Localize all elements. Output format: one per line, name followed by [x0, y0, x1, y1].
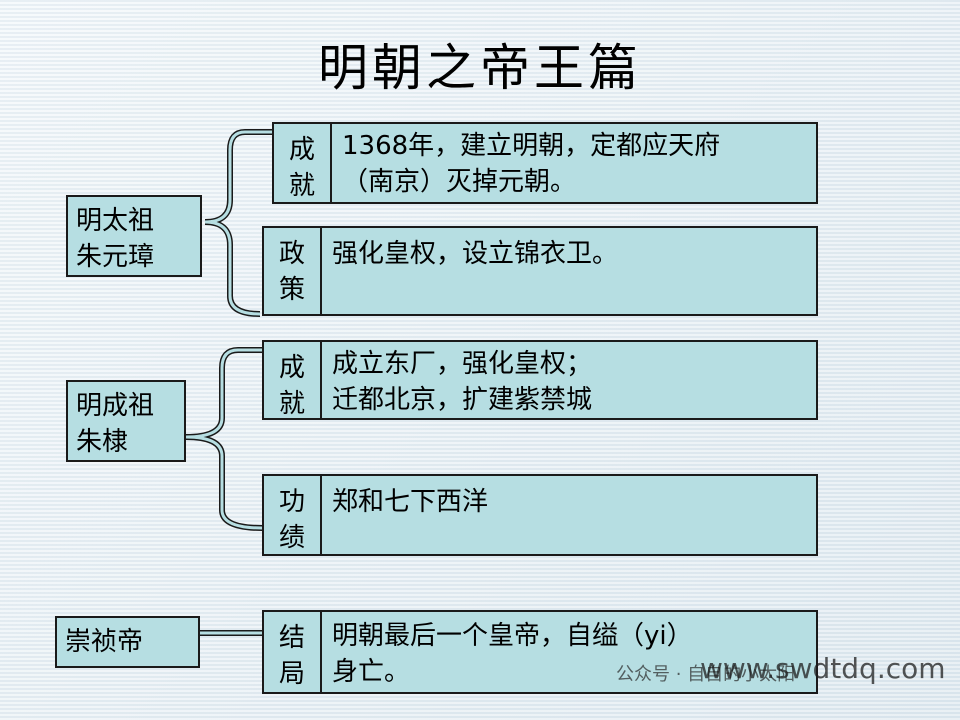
- watermark: 公众号 · 自自的小太阳: [616, 660, 795, 686]
- ruler-name-taizu: 明太祖 朱元璋: [66, 195, 202, 277]
- category-label: 功 绩: [264, 476, 322, 554]
- category-label: 成 就: [274, 124, 332, 202]
- category-content: 1368年，建立明朝，定都应天府 （南京）灭掉元朝。: [342, 131, 721, 197]
- watermark-prefix: 公众号 · 自自的小太阳: [616, 664, 796, 685]
- category-label: 结 局: [264, 612, 322, 692]
- ruler-name-chengzu: 明成祖 朱棣: [66, 380, 186, 462]
- category-label: 政 策: [264, 228, 322, 314]
- watermark-url: www.swdtdq.com: [700, 652, 946, 685]
- category-label: 成 就: [264, 342, 322, 419]
- category-content: 强化皇权，设立锦衣卫。: [332, 239, 619, 269]
- category-content: 成立东厂，强化皇权； 迁都北京，扩建紫禁城: [332, 349, 593, 415]
- ruler-name-chongzhen: 崇祯帝: [55, 616, 200, 668]
- info-box-taizu-policy: 政 策 强化皇权，设立锦衣卫。: [262, 226, 818, 316]
- category-content: 郑和七下西洋: [332, 487, 489, 517]
- info-box-chongzhen-ending: 结 局 明朝最后一个皇帝，自缢（yi） 身亡。: [262, 610, 818, 694]
- info-box-taizu-achievement: 成 就 1368年，建立明朝，定都应天府 （南京）灭掉元朝。: [272, 122, 818, 204]
- page-title: 明朝之帝王篇: [318, 39, 642, 97]
- info-box-chengzu-achievement: 成 就 成立东厂，强化皇权； 迁都北京，扩建紫禁城: [262, 340, 818, 420]
- category-content: 明朝最后一个皇帝，自缢（yi） 身亡。: [332, 621, 693, 687]
- info-box-chengzu-merit: 功 绩 郑和七下西洋: [262, 474, 818, 556]
